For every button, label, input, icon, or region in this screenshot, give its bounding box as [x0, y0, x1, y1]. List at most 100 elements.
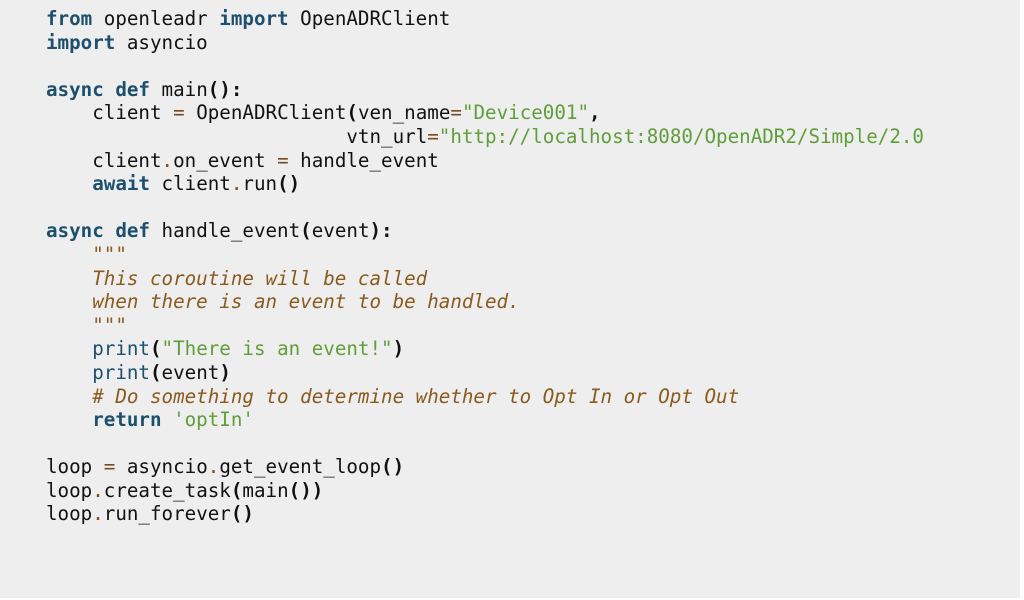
keyword-import: import [219, 7, 289, 30]
indent [46, 149, 92, 172]
operator: = [427, 124, 439, 148]
identifier: loop [46, 502, 93, 526]
indent [46, 337, 92, 360]
function-name: handle_event [149, 219, 301, 243]
operator: = [103, 455, 116, 479]
indent [46, 172, 92, 195]
keyword-return: return [92, 408, 162, 432]
operator: . [207, 455, 220, 479]
punctuation: ( [346, 101, 358, 125]
indent [46, 243, 92, 266]
code-line-1: from openleadr import OpenADRClient [46, 7, 924, 31]
identifier: run_forever [103, 502, 231, 526]
code-line-22: loop.run_forever() [46, 502, 924, 526]
identifier: create_task [103, 478, 231, 502]
punctuation: ) [219, 360, 231, 384]
keyword-async: async [46, 77, 104, 101]
identifier: ven_name [357, 101, 451, 125]
keyword-async: async [46, 219, 104, 243]
identifier: vtn_url [346, 124, 428, 148]
code-line-5: client = OpenADRClient(ven_name="Device0… [46, 101, 924, 125]
comment: # Do something to determine whether to O… [92, 384, 740, 408]
code-line-13: when there is an event to be handled. [46, 290, 924, 314]
builtin-print: print [92, 337, 150, 361]
identifier: OpenADRClient [184, 101, 347, 125]
punctuation: ( [230, 478, 243, 502]
code-line-6: vtn_url="http://localhost:8080/OpenADR2/… [46, 125, 924, 149]
indent [46, 101, 92, 124]
operator: . [92, 502, 104, 526]
keyword-await: await [92, 172, 150, 196]
code-line-10: async def handle_event(event): [46, 219, 924, 243]
docstring: """ [92, 313, 127, 337]
identifier: loop [46, 478, 93, 502]
module-name: openleadr [92, 7, 220, 30]
indent [46, 267, 92, 290]
code-line-14: """ [46, 314, 924, 338]
punctuation: ): [369, 219, 393, 243]
code-line-7: client.on_event = handle_event [46, 149, 924, 173]
operator: = [173, 101, 185, 125]
indent [46, 290, 92, 313]
punctuation: () [230, 502, 254, 526]
module-name: asyncio [115, 30, 208, 54]
string-literal: 'optIn' [161, 408, 254, 432]
string-literal: "Device001" [461, 101, 590, 125]
code-line-12: This coroutine will be called [46, 267, 924, 291]
code-line-2: import asyncio [46, 31, 924, 55]
code-line-16: print(event) [46, 361, 924, 385]
punctuation: (): [207, 77, 243, 101]
operator: . [92, 478, 104, 502]
indent [46, 314, 92, 337]
string-literal: "http://localhost:8080/OpenADR2/Simple/2… [438, 124, 924, 148]
docstring: when there is an event to be handled. [92, 290, 520, 314]
docstring: """ [92, 242, 127, 266]
punctuation: , [589, 101, 601, 125]
identifier: event [311, 219, 370, 243]
keyword-def: def [115, 77, 150, 101]
identifier: client [92, 101, 174, 125]
punctuation: () [381, 455, 405, 479]
function-name: main [149, 77, 208, 101]
operator: . [161, 148, 174, 172]
keyword-import: import [46, 30, 116, 54]
identifier: run [242, 172, 278, 196]
code-line-21: loop.create_task(main()) [46, 479, 924, 503]
identifier: event [161, 360, 220, 384]
code-line-9-blank [46, 196, 924, 220]
operator: = [450, 101, 462, 125]
code-line-19-blank [46, 432, 924, 456]
builtin-print: print [92, 360, 150, 384]
identifier: asyncio [115, 455, 208, 479]
identifier: loop [46, 455, 104, 479]
indent [46, 125, 346, 148]
string-literal: "There is an event!" [161, 337, 393, 361]
identifier: main [242, 478, 289, 502]
keyword-from: from [46, 7, 93, 30]
punctuation: () [277, 172, 301, 196]
identifier: on_event [173, 148, 278, 172]
code-line-18: return 'optIn' [46, 408, 924, 432]
identifier: get_event_loop [219, 455, 382, 479]
indent [46, 385, 92, 408]
punctuation: ( [149, 337, 162, 361]
keyword-def: def [115, 219, 150, 243]
code-line-20: loop = asyncio.get_event_loop() [46, 455, 924, 479]
code-line-8: await client.run() [46, 172, 924, 196]
identifier: handle_event [288, 148, 439, 172]
identifier: client [92, 148, 162, 172]
docstring: This coroutine will be called [92, 266, 428, 290]
code-line-3-blank [46, 54, 924, 78]
operator: = [277, 148, 289, 172]
punctuation: ()) [288, 478, 324, 502]
imported-class: OpenADRClient [288, 7, 451, 30]
code-line-15: print("There is an event!") [46, 337, 924, 361]
punctuation: ( [149, 360, 162, 384]
punctuation: ( [300, 219, 312, 243]
code-line-11: """ [46, 243, 924, 267]
indent [46, 361, 92, 384]
punctuation: ) [392, 337, 405, 361]
identifier: client [149, 172, 231, 196]
